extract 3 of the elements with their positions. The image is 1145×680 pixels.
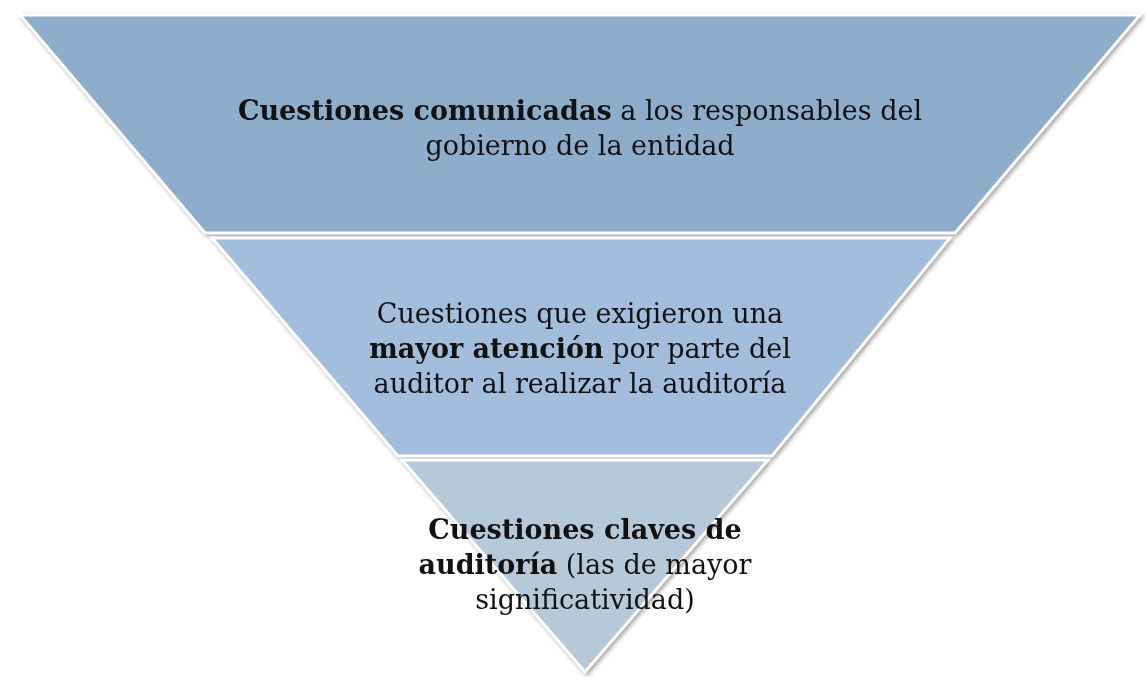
band-text: Cuestiones comunicadas a los responsables del gobierno de la entidad	[236, 94, 924, 163]
band-text: Cuestiones claves de auditoría (las de mayor significatividad)	[417, 513, 753, 617]
band-text: Cuestiones que exigieron una mayor atención por parte del auditor al realizar la auditoría	[368, 297, 792, 401]
